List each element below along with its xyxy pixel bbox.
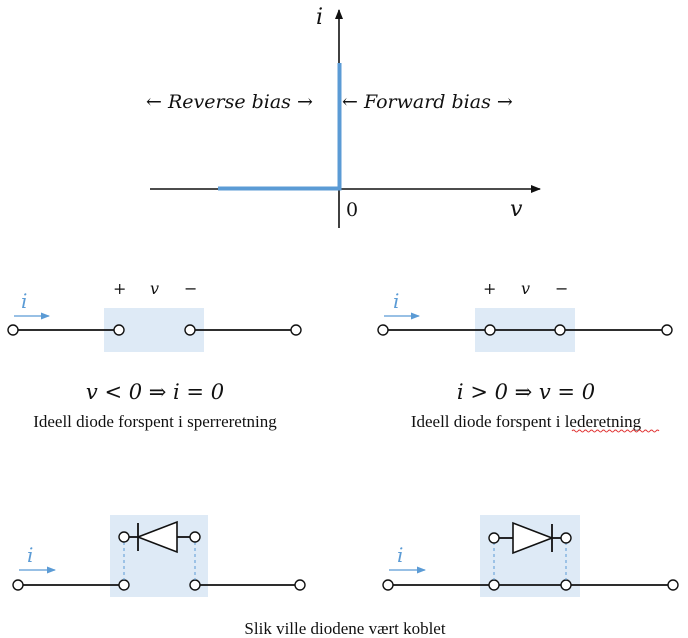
circuit-reverse: i + v − v < 0 ⇒ i = 0 Ideell diode forsp…: [7, 279, 302, 431]
forward-bias-label: ← Forward bias →: [342, 91, 513, 113]
v-label: v: [521, 279, 530, 298]
current-label: i: [27, 543, 33, 567]
terminal: [118, 531, 130, 543]
plus-label: +: [113, 279, 126, 298]
v-label: v: [150, 279, 159, 298]
diode-symbol: [129, 520, 190, 554]
circuit-forward: i + v − i > 0 ⇒ v = 0 Ideell diode forsp…: [377, 279, 673, 433]
iv-graph: i v 0 ← Reverse bias → ← Forward bias →: [146, 5, 541, 228]
reverse-bias-label: ← Reverse bias →: [146, 91, 313, 113]
terminal: [488, 532, 500, 544]
plus-label: +: [483, 279, 496, 298]
current-label: i: [21, 289, 27, 313]
caption: Ideell diode forspent i sperreretning: [33, 412, 277, 431]
terminal: [554, 324, 566, 336]
terminal: [113, 324, 125, 336]
origin-label: 0: [346, 199, 358, 221]
y-axis-label: i: [316, 5, 323, 30]
minus-label: −: [555, 279, 568, 298]
x-axis-label: v: [510, 197, 523, 222]
spellcheck-underline: [571, 429, 660, 433]
bottom-caption: Slik ville diodene vært koblet: [244, 619, 445, 638]
terminal: [667, 579, 679, 591]
minus-label: −: [184, 279, 197, 298]
terminal: [661, 324, 673, 336]
terminal: [189, 531, 201, 543]
current-label: i: [397, 543, 403, 567]
equation: v < 0 ⇒ i = 0: [86, 380, 224, 404]
terminal: [294, 579, 306, 591]
diode-reverse-circuit: i: [12, 515, 306, 597]
diode-forward-circuit: i: [382, 515, 679, 597]
ideal-diode-curve: [218, 63, 342, 191]
terminal: [382, 579, 394, 591]
equation: i > 0 ⇒ v = 0: [457, 380, 595, 404]
current-label: i: [393, 289, 399, 313]
terminal: [484, 324, 496, 336]
terminal: [488, 579, 500, 591]
caption: Ideell diode forspent i lederetning: [411, 412, 642, 431]
terminal: [290, 324, 302, 336]
terminal: [12, 579, 24, 591]
diode-symbol: [499, 521, 561, 555]
terminal: [560, 532, 572, 544]
terminal: [118, 579, 130, 591]
terminal: [377, 324, 389, 336]
terminal: [7, 324, 19, 336]
terminal: [184, 324, 196, 336]
terminal: [189, 579, 201, 591]
terminal: [560, 579, 572, 591]
